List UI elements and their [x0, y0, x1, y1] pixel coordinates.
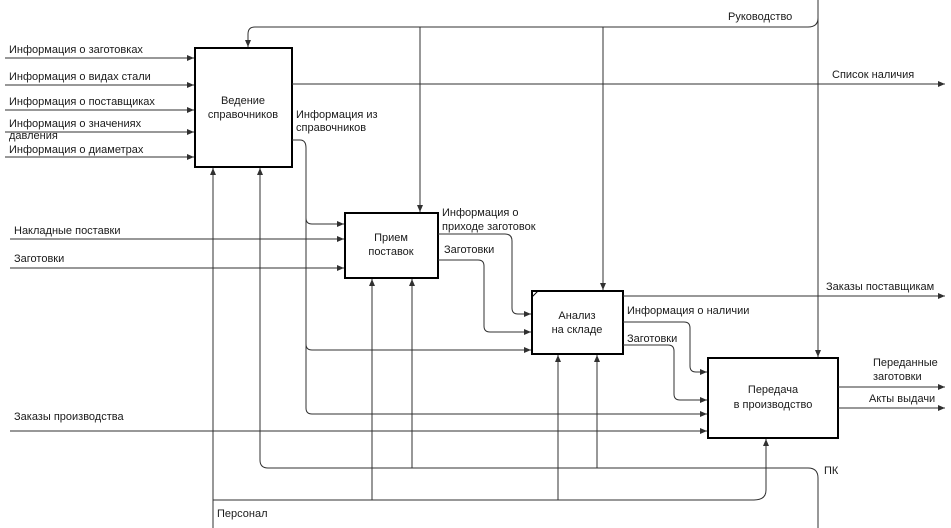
arrow-info-o-prihode [438, 233, 531, 317]
label-vidy-stali: Информация о видах стали [9, 71, 151, 83]
arrow-zagotovki-2 [623, 344, 707, 403]
label-peredannye-1: Переданные [873, 357, 938, 369]
label-peredannye-2: заготовки [873, 371, 922, 383]
box-vedenie-label-line2: справочников [208, 109, 278, 121]
box-peredacha-v-proizvodstvo[interactable]: Передача в производство [707, 357, 839, 439]
mechanism-arrows-personal [210, 168, 769, 528]
arrow-zagotovki-1 [438, 259, 531, 335]
label-info-o-nalichii: Информация о наличии [627, 305, 749, 317]
input-arrows-vedenie [5, 55, 194, 160]
label-zagotovki-2: Заготовки [627, 333, 677, 345]
label-personal: Персонал [217, 508, 268, 520]
label-zagotovki-in: Заготовки [14, 253, 64, 265]
label-info-o-prihode-1: Информация о [442, 207, 519, 219]
box-vedenie-spravochnikov[interactable]: Ведение справочников [194, 47, 293, 168]
box-analiz-label-line2: на складе [552, 324, 603, 336]
label-info-iz-spravochnikov-1: Информация из [296, 109, 378, 121]
label-akty-vydachi: Акты выдачи [869, 393, 935, 405]
label-znacheniya-davleniya-2: давления [9, 130, 58, 142]
arrow-info-o-nalichii [623, 321, 707, 375]
box-peredacha-label-line1: Передача [748, 384, 799, 396]
label-pk: ПК [824, 465, 839, 477]
box-vedenie-label-line1: Ведение [221, 95, 265, 107]
control-arrows-rukovodstvo [245, 0, 821, 357]
box-priem-postavok[interactable]: Прием поставок [344, 212, 439, 279]
label-znacheniya-davleniya-1: Информация о значениях [9, 118, 142, 130]
label-nakladnye: Накладные поставки [14, 225, 121, 237]
label-postavshchiki: Информация о поставщиках [9, 96, 155, 108]
box-priem-label-line2: поставок [368, 246, 413, 258]
box-peredacha-label-line2: в производство [734, 399, 813, 411]
box-analiz-label-line1: Анализ [558, 310, 595, 322]
label-zagotovki-1: Заготовки [444, 244, 494, 256]
mechanism-arrows-pk [257, 168, 819, 528]
label-diametry: Информация о диаметрах [9, 144, 144, 156]
arrows-info-iz-spravochnikov [292, 139, 707, 417]
label-zakazy-proizvodstva: Заказы производства [14, 411, 124, 423]
label-info-iz-spravochnikov-2: справочников [296, 122, 366, 134]
label-zakazy-postavshchikam: Заказы поставщикам [826, 281, 934, 293]
label-info-o-prihode-2: приходе заготовок [442, 221, 536, 233]
box-analiz-na-sklade[interactable]: Анализ на складе [531, 290, 624, 355]
box-priem-label-line1: Прием [374, 232, 408, 244]
label-spisok-nalichiya: Список наличия [832, 69, 914, 81]
label-info-zagotovki: Информация о заготовках [9, 44, 143, 56]
label-rukovodstvo: Руководство [728, 11, 792, 23]
